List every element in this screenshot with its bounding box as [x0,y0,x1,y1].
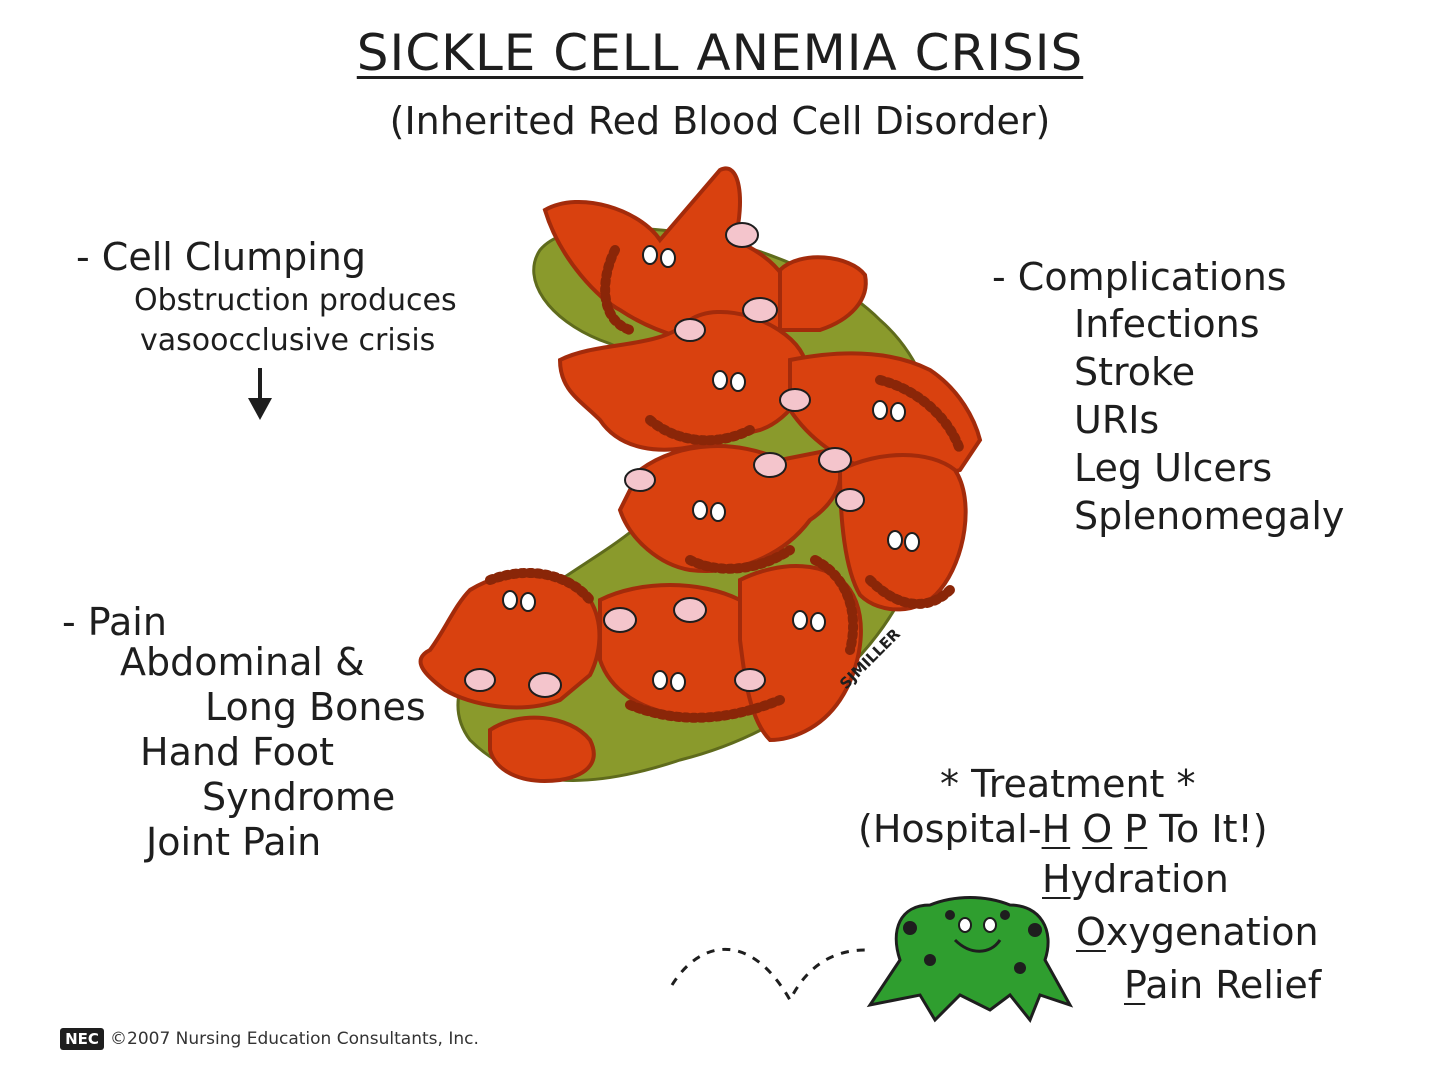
copyright-footer: NEC ©2007 Nursing Education Consultants,… [60,1028,479,1050]
cell-hands [464,222,865,698]
pain-line-1: Abdominal & [120,640,365,684]
sickle-cell [778,255,868,332]
sickle-cell [837,453,968,612]
cell-rims [485,245,965,723]
sickle-cell [488,715,596,783]
treatment-oxygenation: Oxygenation [1076,910,1319,954]
complication-item: URIs [1074,398,1160,442]
pain-heading: - Pain [62,600,167,644]
complication-item: Infections [1074,302,1260,346]
pain-line-5: Joint Pain [146,820,322,864]
page-subtitle: (Inherited Red Blood Cell Disorder) [389,99,1051,143]
copyright-text: ©2007 Nursing Education Consultants, Inc… [110,1029,479,1049]
complication-item: Stroke [1074,350,1196,394]
clumping-heading: - Cell Clumping [76,235,366,279]
complications-heading: - Complications [992,255,1287,299]
pain-line-4: Syndrome [202,775,396,819]
complication-item: Splenomegaly [1074,494,1345,538]
treatment-heading: * Treatment * [940,762,1196,806]
complication-item: Leg Ulcers [1074,446,1273,490]
sickle-cell [617,444,843,573]
jump-path [670,947,866,1004]
frog-icon [866,896,1074,1023]
pain-line-2: Long Bones [205,685,426,729]
down-arrow-icon [248,368,272,420]
publisher-logo: NEC [60,1028,104,1050]
treatment-hydration: Hydration [1042,857,1229,901]
treatment-mnemonic: (Hospital-H O P To It!) [858,807,1268,851]
sickle-cell-group [418,166,983,783]
cell-eyes [502,245,920,692]
clumping-line-1: Obstruction produces [134,283,457,318]
page-title: SICKLE CELL ANEMIA CRISIS [356,24,1084,82]
pain-line-3: Hand Foot [140,730,335,774]
clumping-line-2: vasoocclusive crisis [140,323,436,358]
treatment-pain-relief: Pain Relief [1124,963,1322,1007]
